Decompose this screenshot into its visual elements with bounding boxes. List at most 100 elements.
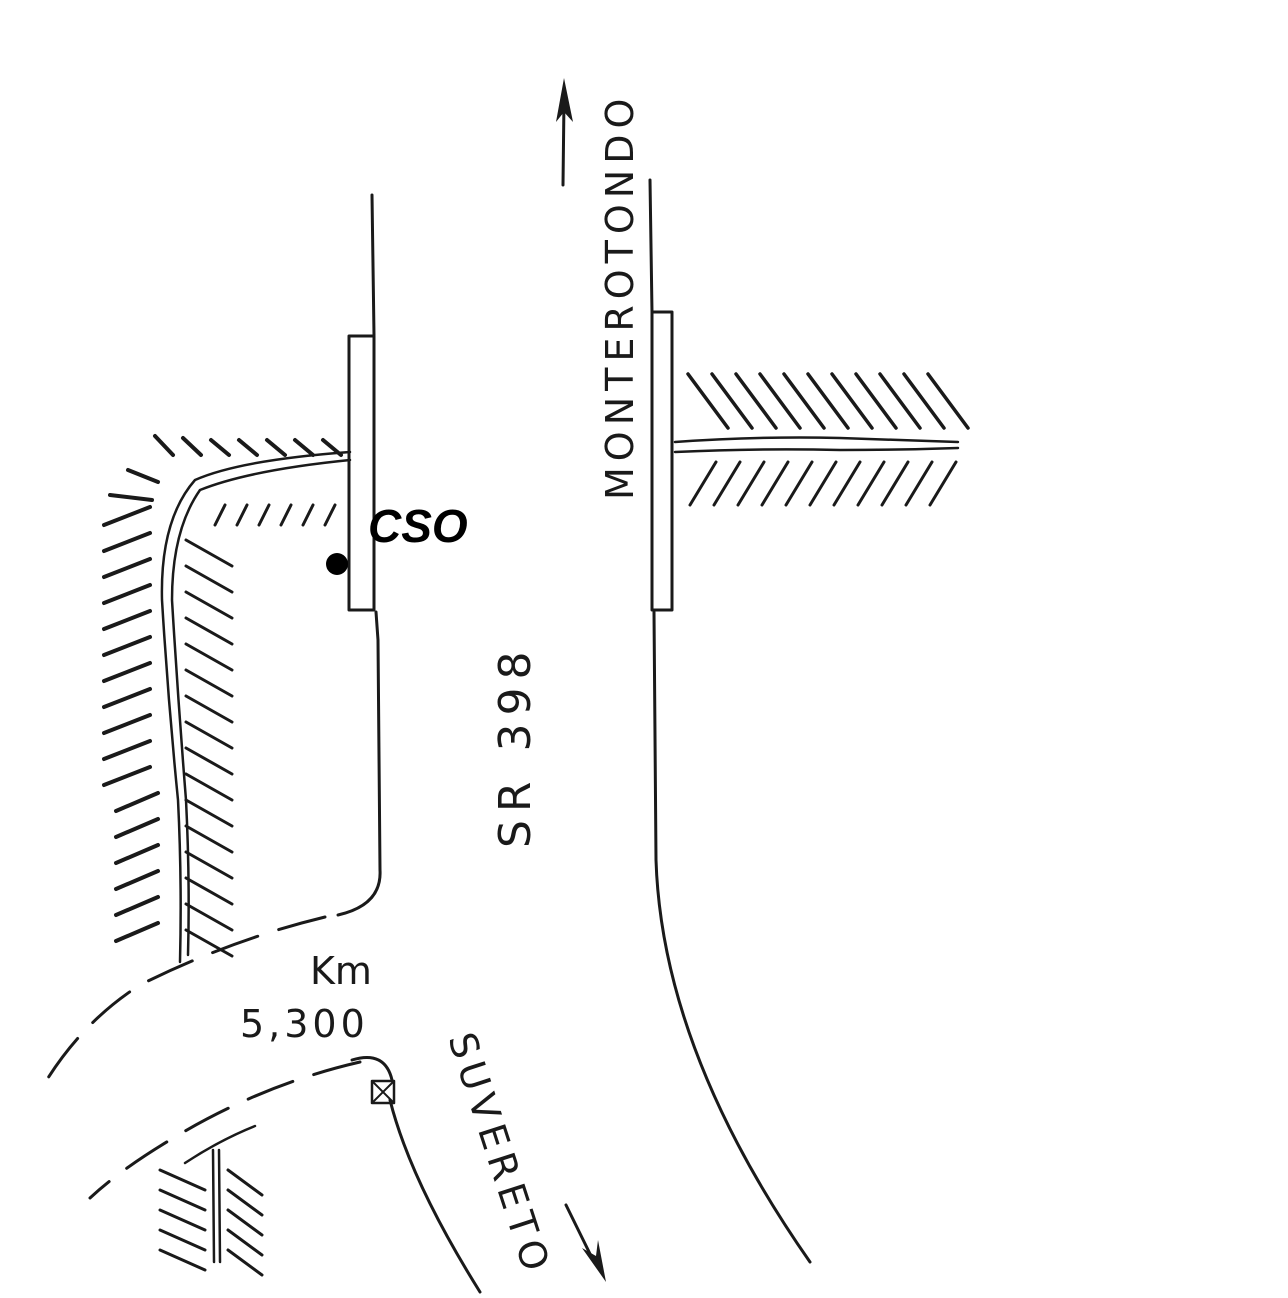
hatch-stroke — [102, 609, 152, 631]
km-label: Km — [310, 949, 372, 993]
hatch-stroke — [734, 372, 778, 430]
hatch-stroke — [102, 583, 152, 605]
hatch-stroke — [114, 921, 160, 943]
southwest-creek-hatching — [158, 1168, 264, 1277]
hatch-stroke — [257, 503, 271, 527]
hatch-stroke — [686, 372, 730, 430]
west-creek-inner-hatching — [184, 503, 337, 958]
south-destination-label: SUVERETO — [439, 1027, 559, 1282]
hatch-stroke — [184, 642, 234, 672]
hatch-stroke — [184, 564, 234, 594]
hatch-stroke — [806, 372, 850, 430]
hatch-stroke — [184, 850, 234, 880]
hatch-stroke — [102, 713, 152, 735]
hatch-stroke — [114, 895, 160, 917]
side-road-dashed — [46, 915, 394, 1200]
hatch-stroke — [301, 503, 315, 527]
hatch-stroke — [114, 791, 160, 813]
hatch-stroke — [235, 503, 249, 527]
hatch-stroke — [102, 687, 152, 709]
hatch-stroke — [710, 372, 754, 430]
hatch-stroke — [184, 902, 234, 932]
hatch-stroke — [904, 460, 934, 507]
hatch-stroke — [209, 438, 231, 457]
hatch-stroke — [114, 869, 160, 891]
hatch-stroke — [102, 505, 152, 527]
hatch-stroke — [102, 635, 152, 657]
hatch-stroke — [184, 668, 234, 698]
west-bridge-parapet — [347, 334, 376, 612]
hatch-stroke — [784, 460, 814, 507]
hatch-stroke — [158, 1228, 207, 1252]
hatch-stroke — [321, 438, 343, 457]
hatch-stroke — [102, 557, 152, 579]
hatch-stroke — [226, 1188, 264, 1217]
hatch-stroke — [114, 843, 160, 865]
site-marker-icon — [326, 553, 348, 575]
hatch-stroke — [102, 661, 152, 683]
north-destination-label: MONTEROTONDO — [598, 93, 642, 500]
east-creek — [673, 372, 970, 507]
hatch-stroke — [184, 772, 234, 802]
hatch-stroke — [184, 590, 234, 620]
hatch-stroke — [114, 817, 160, 839]
road-name-label: SR 398 — [490, 644, 541, 848]
north-arrow-icon — [556, 78, 573, 187]
hatch-stroke — [830, 372, 874, 430]
site-label: CSO — [368, 500, 468, 552]
hatch-stroke — [108, 493, 154, 502]
hatch-stroke — [126, 468, 160, 484]
hatch-stroke — [102, 765, 152, 787]
hatch-stroke — [226, 1248, 264, 1277]
hatch-stroke — [832, 460, 862, 507]
hatch-stroke — [102, 739, 152, 761]
hatch-stroke — [226, 1168, 264, 1197]
hatch-stroke — [265, 438, 287, 457]
hatch-stroke — [158, 1188, 207, 1212]
boundary-marker-icon — [370, 1079, 396, 1105]
east-creek-top-hatching — [686, 372, 970, 430]
hatch-stroke — [782, 372, 826, 430]
hatch-stroke — [880, 460, 910, 507]
southwest-creek — [158, 1124, 264, 1277]
hatch-stroke — [293, 438, 315, 457]
hatch-stroke — [184, 876, 234, 906]
hatch-stroke — [928, 460, 958, 507]
hatch-stroke — [688, 460, 718, 507]
hatch-stroke — [184, 616, 234, 646]
hatch-stroke — [153, 434, 175, 457]
hatch-stroke — [184, 694, 234, 724]
hatch-stroke — [760, 460, 790, 507]
hatch-stroke — [184, 824, 234, 854]
hatch-stroke — [323, 503, 337, 527]
hatch-stroke — [808, 460, 838, 507]
west-creek — [102, 434, 352, 964]
hatch-stroke — [184, 720, 234, 750]
hatch-stroke — [158, 1208, 207, 1232]
hatch-stroke — [878, 372, 922, 430]
east-creek-bottom-hatching — [688, 460, 958, 507]
hatch-stroke — [226, 1208, 264, 1237]
hatch-stroke — [902, 372, 946, 430]
hatch-stroke — [237, 438, 259, 457]
hatch-stroke — [279, 503, 293, 527]
hatch-stroke — [856, 460, 886, 507]
south-arrow-icon — [564, 1203, 606, 1282]
km-value: 5,300 — [240, 1002, 369, 1046]
west-creek-outer-hatching — [102, 434, 343, 943]
hatch-stroke — [184, 538, 234, 568]
east-bridge-parapet — [650, 310, 674, 612]
main-road-sr398 — [336, 178, 812, 1264]
hatch-stroke — [926, 372, 970, 430]
hatch-stroke — [158, 1168, 207, 1192]
hatch-stroke — [213, 503, 227, 527]
hatch-stroke — [226, 1228, 264, 1257]
hatch-stroke — [712, 460, 742, 507]
hatch-stroke — [158, 1248, 207, 1272]
hatch-stroke — [102, 531, 152, 553]
hatch-stroke — [184, 798, 234, 828]
hatch-stroke — [184, 928, 234, 958]
hatch-stroke — [736, 460, 766, 507]
hatch-stroke — [854, 372, 898, 430]
